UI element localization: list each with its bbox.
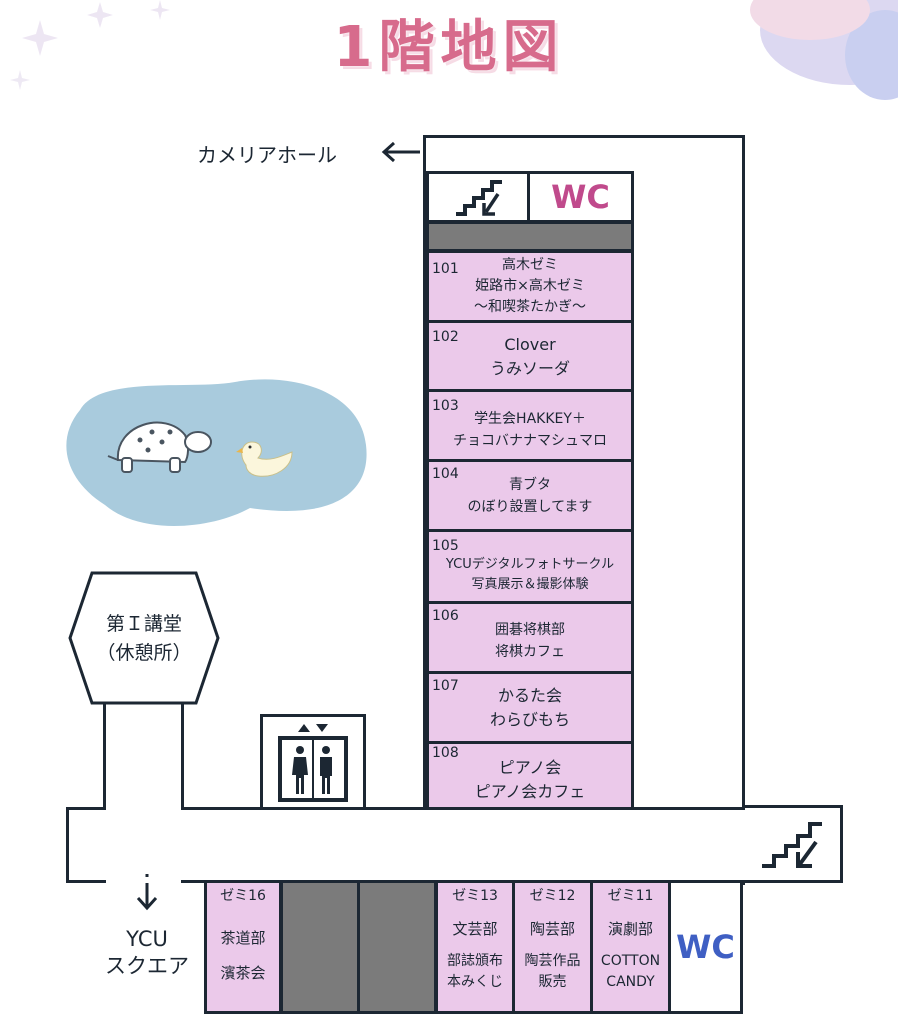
room-line: チョコバナナマシュマロ [453,432,607,449]
camellia-hall-label: カメリアホール [197,143,337,167]
room-number: 104 [432,466,459,482]
room-line: 学生会HAKKEY＋ [474,411,586,427]
page-title: 1階地図 [333,15,565,80]
lecture-hall-name: 第Ｉ講堂 [105,613,182,635]
room-line: 茶道部 [220,929,266,947]
room-header: ゼミ11 [607,888,654,904]
room-line: 陶芸作品 [524,953,581,969]
room-number: 101 [432,261,459,277]
room-line: のぼり設置してます [467,499,593,516]
room-line: Clover [504,335,556,354]
room-zemi11[interactable]: ゼミ11 演劇部 COTTON CANDY [590,880,671,1014]
room-number: 107 [432,678,459,694]
restroom-top[interactable] [527,171,634,223]
room-line: 囲碁将棋部 [495,622,565,638]
room-number: 106 [432,608,459,624]
room-103[interactable]: 103 学生会HAKKEY＋ チョコバナナマシュマロ [426,389,634,462]
sparkle-decoration [10,0,170,90]
room-101[interactable]: 101 高木ゼミ 姫路市×高木ゼミ 〜和喫茶たかぎ〜 [426,250,634,323]
room-105[interactable]: 105 YCUデジタルフォトサークル 写真展示＆撮影体験 [426,529,634,604]
turtle-icon [107,421,212,473]
room-header: ゼミ13 [452,888,498,904]
room-line: 姫路市×高木ゼミ [475,278,585,294]
room-line: 本みくじ [447,974,503,990]
hall-passage [103,703,106,810]
room-zemi13[interactable]: ゼミ13 文芸部 部誌頒布 本みくじ [435,880,515,1014]
room-number: 103 [432,398,459,414]
restroom-bottom[interactable] [668,880,743,1014]
room-line: COTTON [600,953,661,969]
room-line: かるた会 [497,686,562,705]
room-zemi16[interactable]: ゼミ16 茶道部 濱茶会 [204,880,282,1014]
wc-bottom-label: WC [676,928,735,966]
room-line: 青ブタ [509,477,551,493]
room-line: 濱茶会 [220,963,266,982]
room-line: わらびもち [489,710,570,729]
lecture-hall-note: （休憩所） [96,642,192,665]
room-zemi12[interactable]: ゼミ12 陶芸部 陶芸作品 販売 [512,880,593,1014]
elevator-icon [278,724,348,802]
room-line: 〜和喫茶たかぎ〜 [474,299,586,315]
room-number: 108 [432,745,459,761]
room-line: 将棋カフェ [495,643,565,660]
room-line: YCUデジタルフォトサークル [445,557,615,572]
room-number: 105 [432,538,459,554]
lecture-hall-label: 第Ｉ講堂 （休憩所） [66,610,222,669]
room-line: 陶芸部 [529,920,575,938]
lecture-hall[interactable] [66,570,222,710]
arrow-left-icon [381,141,420,163]
room-line: 写真展示＆撮影体験 [471,577,589,593]
room-107[interactable]: 107 かるた会 わらびもち [426,671,634,744]
cloud-decoration [750,0,898,100]
ycu-square-line2: スクエア [105,954,189,979]
closed-room-strip [426,221,634,252]
closed-room [280,880,360,1014]
room-header: ゼミ12 [529,888,576,904]
ycu-square-line1: YCU [126,927,168,951]
room-line: ピアノ会 [498,758,562,777]
room-106[interactable]: 106 囲碁将棋部 将棋カフェ [426,601,634,674]
duck-icon [236,441,293,477]
room-104[interactable]: 104 青ブタ のぼり設置してます [426,459,634,532]
room-line: CANDY [606,974,655,990]
room-108[interactable]: 108 ピアノ会 ピアノ会カフェ [426,741,634,810]
room-line: 部誌頒布 [447,953,503,969]
room-line: 販売 [538,974,567,990]
closed-room [357,880,437,1014]
wc-top-label: WC [551,178,610,216]
stairs-down-icon [456,180,502,216]
room-line: 高木ゼミ [502,257,558,273]
stairs-down-icon [762,822,822,868]
hall-passage [181,703,184,810]
room-header: ゼミ16 [220,888,266,904]
room-number: 102 [432,329,459,345]
room-line: うみソーダ [489,359,570,378]
room-line: ピアノ会カフェ [474,782,586,801]
room-102[interactable]: 102 Clover うみソーダ [426,320,634,392]
room-line: 演劇部 [607,920,653,938]
pond-illustration [66,379,367,527]
ycu-square-label: YCU スクエア [92,926,202,981]
room-line: 文芸部 [452,920,498,938]
